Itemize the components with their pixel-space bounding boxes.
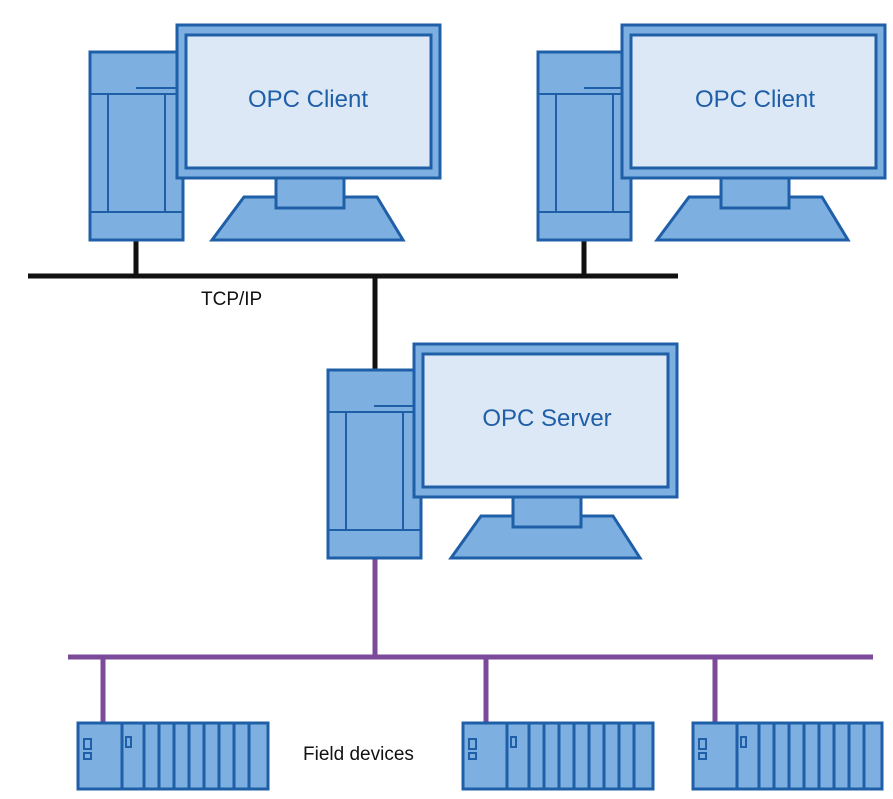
client1-screen (184, 33, 433, 170)
client2-screen (629, 33, 878, 170)
server-tower (326, 368, 423, 560)
client1-label: OPC Client (248, 86, 368, 113)
client2-label: OPC Client (695, 86, 815, 113)
field-device-2 (461, 721, 655, 791)
client2-tower (536, 50, 633, 242)
opc-client-2: OPC Client (536, 23, 887, 242)
tcp-ip-network (28, 240, 678, 370)
server-label: OPC Server (482, 405, 611, 432)
opc-server: OPC Server (326, 342, 679, 560)
server-screen (421, 352, 670, 489)
opc-client-1: OPC Client (88, 23, 442, 242)
field-device-3 (691, 721, 884, 791)
fieldbus-network (68, 558, 873, 723)
field-device-1 (76, 721, 270, 791)
tcp-ip-label: TCP/IP (201, 289, 262, 310)
field-devices-label: Field devices (303, 744, 414, 765)
